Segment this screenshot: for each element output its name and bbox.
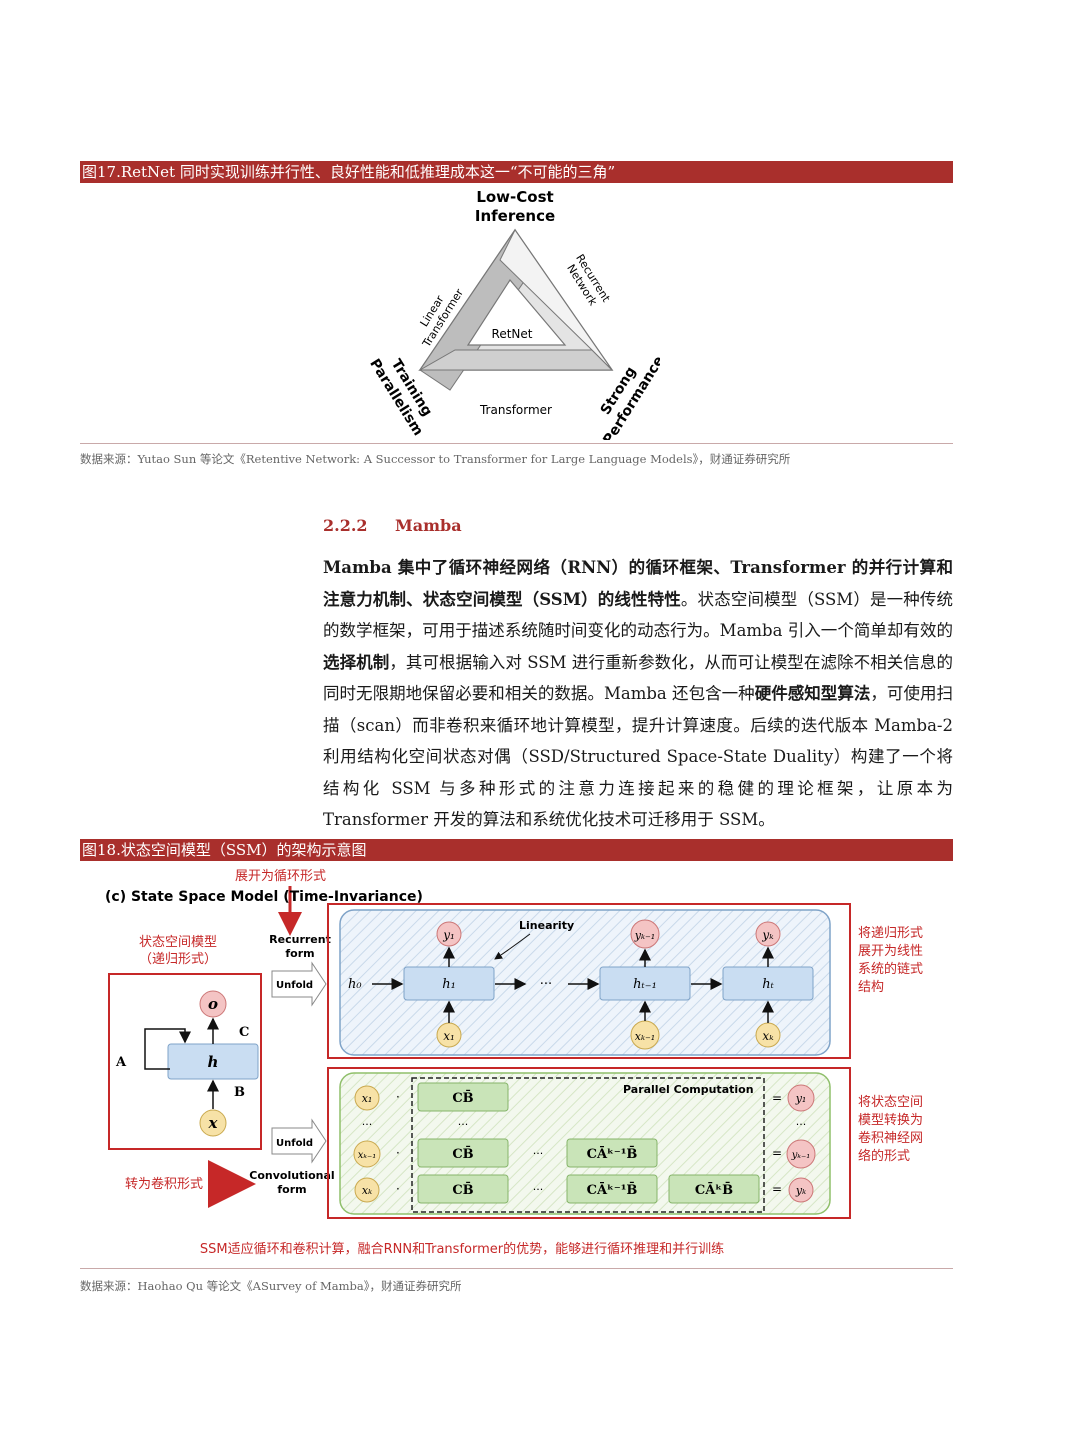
section-number: 2.2.2 xyxy=(323,516,368,535)
svg-text:xₖ: xₖ xyxy=(762,1029,774,1043)
svg-text:·: · xyxy=(396,1182,400,1196)
svg-text:·: · xyxy=(396,1146,400,1160)
svg-text:·: · xyxy=(396,1090,400,1104)
figure-18-bottom-caption: SSM适应循环和卷积计算，融合RNN和Transformer的优势，能够进行循环… xyxy=(200,1241,724,1257)
ssm-a-label: A xyxy=(115,1055,127,1070)
svg-text:x₁: x₁ xyxy=(443,1029,455,1043)
figure-18-source: 数据来源：Haohao Qu 等论文《ASurvey of Mamba》，财通证… xyxy=(80,1278,462,1294)
svg-text:xₖ₋₁: xₖ₋₁ xyxy=(358,1150,377,1161)
svg-text:hₜ₋₁: hₜ₋₁ xyxy=(633,977,657,992)
recurrent-form-line2: form xyxy=(285,947,314,960)
conv-vdots-left: ··· xyxy=(362,1118,373,1131)
center-label: RetNet xyxy=(492,327,533,341)
svg-text:yₖ: yₖ xyxy=(795,1184,806,1197)
conv-vdots-mid: ··· xyxy=(458,1118,469,1131)
bold-selection: 选择机制 xyxy=(323,653,389,672)
figure-17-source: 数据来源：Yutao Sun 等论文《Retentive Network: A … xyxy=(80,451,790,467)
triangle-face-bottom xyxy=(420,350,612,370)
convolutional-form-line1: Convolutional xyxy=(249,1169,334,1182)
linearity-label: Linearity xyxy=(519,919,574,932)
corner-top-line1: Low-Cost xyxy=(476,188,553,206)
ssm-hidden-label: h xyxy=(208,1053,219,1071)
right-note-bottom-4: 络的形式 xyxy=(858,1148,910,1164)
svg-text:=: = xyxy=(772,1091,782,1105)
svg-text:···: ··· xyxy=(533,1147,544,1160)
svg-text:CB̄: CB̄ xyxy=(452,1181,473,1198)
svg-text:CĀᵏ⁻¹B̄: CĀᵏ⁻¹B̄ xyxy=(587,1145,638,1162)
annotation-top: 展开为循环形式 xyxy=(235,869,326,884)
figure-17-caption: 图17.RetNet 同时实现训练并行性、良好性能和低推理成本这一“不可能的三角… xyxy=(80,161,953,183)
ssm-label-line1: 状态空间模型 xyxy=(139,935,217,950)
body-text-3: ，可使用扫描（scan）而非卷积来循环地计算模型，提升计算速度。后续的迭代版本 … xyxy=(323,684,953,829)
ssm-architecture-diagram: 展开为循环形式 (c) State Space Model (Time-Inva… xyxy=(100,864,960,1260)
h0-label: h₀ xyxy=(348,977,362,992)
svg-text:CĀᵏB̄: CĀᵏB̄ xyxy=(695,1181,733,1198)
conv-vdots-right: ··· xyxy=(796,1118,807,1131)
conv-row-k: xₖ · CB̄ ··· CĀᵏ⁻¹B̄ CĀᵏB̄ = yₖ xyxy=(355,1175,813,1203)
svg-text:···: ··· xyxy=(533,1183,544,1196)
svg-text:y₁: y₁ xyxy=(795,1092,807,1105)
unfold-label-bottom: Unfold xyxy=(276,1138,313,1149)
unfold-label-top: Unfold xyxy=(276,980,313,991)
svg-text:hₜ: hₜ xyxy=(762,977,774,992)
svg-text:y₁: y₁ xyxy=(442,928,455,942)
figure-17-rule xyxy=(80,443,953,444)
svg-text:CB̄: CB̄ xyxy=(452,1089,473,1106)
svg-text:x₁: x₁ xyxy=(362,1092,373,1105)
svg-text:yₖ: yₖ xyxy=(761,928,774,942)
figure-18-caption: 图18.状态空间模型（SSM）的架构示意图 xyxy=(80,839,953,861)
impossible-triangle-diagram: Low-Cost Inference RetNet Transformer Li… xyxy=(360,185,660,440)
svg-text:CĀᵏ⁻¹B̄: CĀᵏ⁻¹B̄ xyxy=(587,1181,638,1198)
svg-text:xₖ₋₁: xₖ₋₁ xyxy=(635,1030,655,1043)
convolutional-form-line2: form xyxy=(277,1183,306,1196)
ssm-input-label: x xyxy=(208,1114,219,1132)
conv-note: 转为卷积形式 xyxy=(125,1176,203,1192)
recurrent-ellipsis: ··· xyxy=(540,977,552,992)
svg-text:h₁: h₁ xyxy=(442,977,456,992)
recurrent-form-line1: Recurrent xyxy=(269,933,331,946)
right-note-top-4: 结构 xyxy=(858,980,884,995)
svg-text:=: = xyxy=(772,1146,782,1160)
right-note-top-2: 展开为线性 xyxy=(858,944,923,959)
ssm-c-label: C xyxy=(239,1025,249,1040)
ssm-b-label: B xyxy=(234,1085,245,1100)
ssm-label-line2: （递归形式） xyxy=(139,952,217,967)
section-title: Mamba xyxy=(395,516,462,535)
svg-text:=: = xyxy=(772,1182,782,1196)
svg-text:yₖ₋₁: yₖ₋₁ xyxy=(634,929,655,942)
svg-text:xₖ: xₖ xyxy=(362,1184,372,1197)
right-note-bottom-3: 卷积神经网 xyxy=(858,1130,923,1146)
right-note-bottom-1: 将状态空间 xyxy=(858,1095,923,1110)
edge-bottom-label: Transformer xyxy=(479,403,552,417)
section-body: Mamba 集中了循环神经网络（RNN）的循环框架、Transformer 的并… xyxy=(323,552,953,836)
right-note-top-1: 将递归形式 xyxy=(858,926,923,941)
svg-text:yₖ₋₁: yₖ₋₁ xyxy=(791,1150,811,1161)
right-note-bottom-2: 模型转换为 xyxy=(858,1113,923,1128)
parallel-computation-label: Parallel Computation xyxy=(623,1083,754,1096)
svg-text:CB̄: CB̄ xyxy=(452,1145,473,1162)
figure-18-title: (c) State Space Model (Time-Invariance) xyxy=(105,889,423,905)
ssm-output-label: o xyxy=(208,995,218,1013)
corner-top-line2: Inference xyxy=(475,207,555,225)
right-note-top-3: 系统的链式 xyxy=(858,961,923,977)
bold-hardware: 硬件感知型算法 xyxy=(755,684,871,703)
figure-18-rule xyxy=(80,1268,953,1269)
